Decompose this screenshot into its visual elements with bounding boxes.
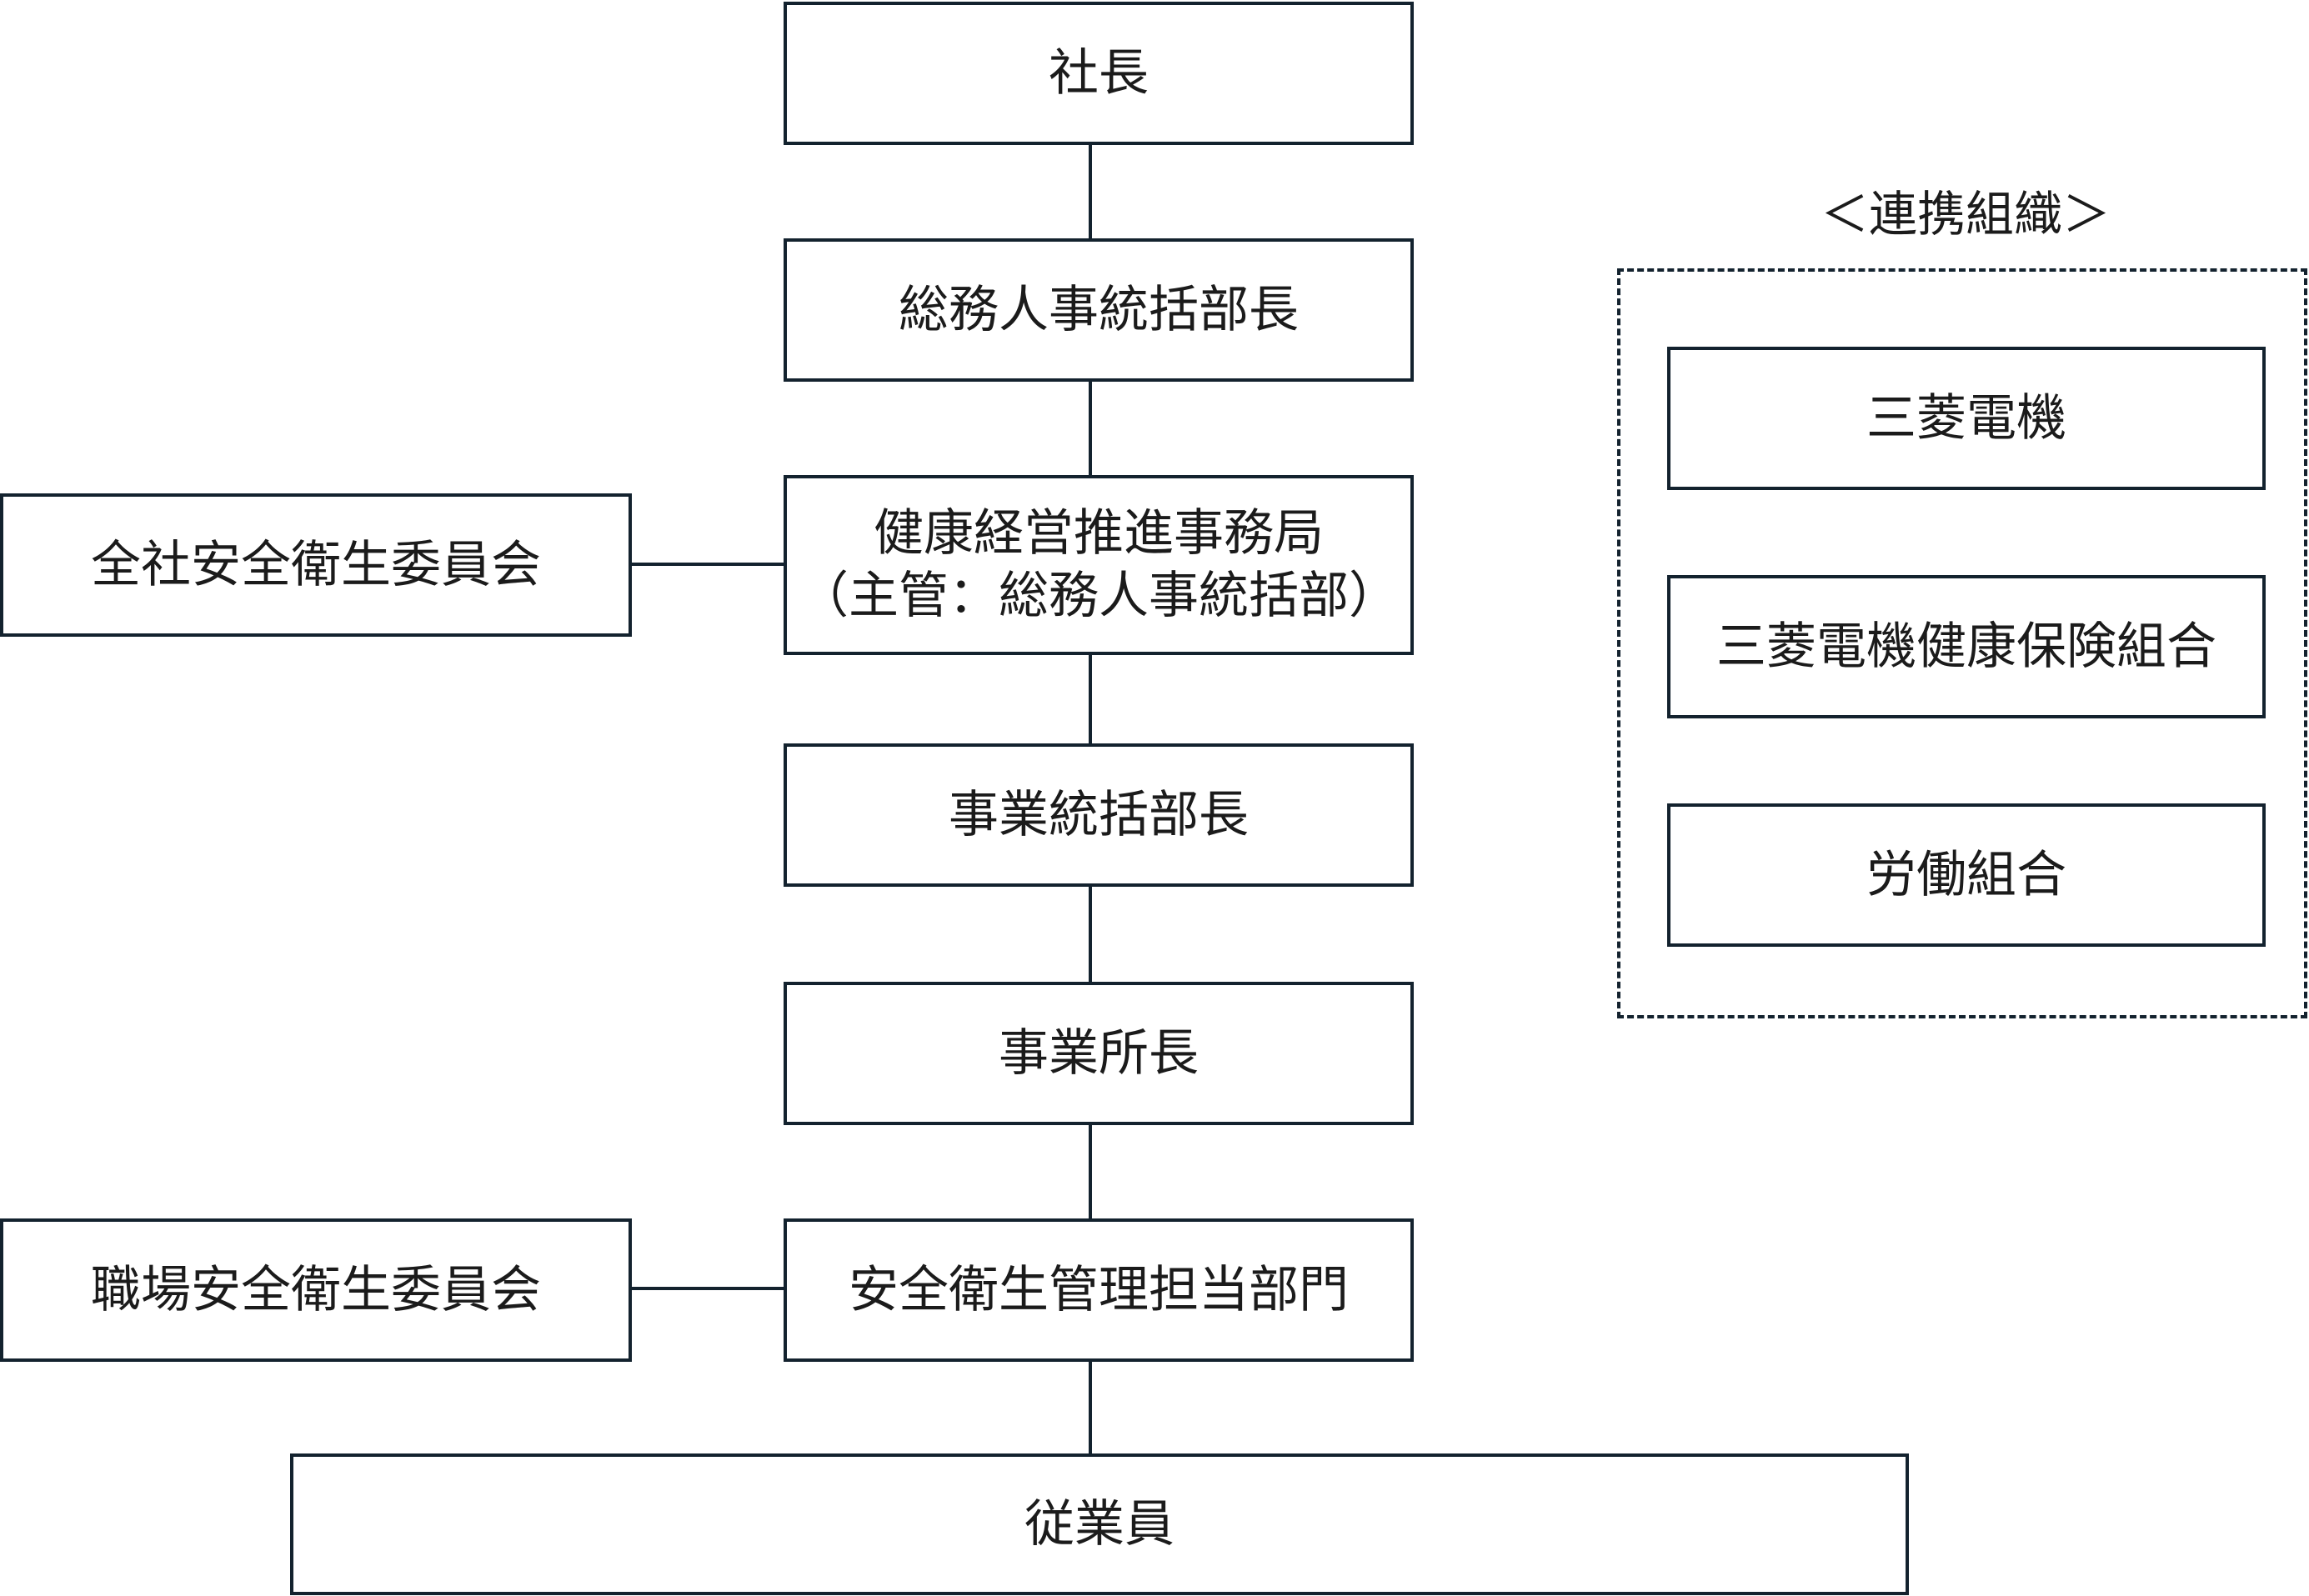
president-box: 社長 xyxy=(784,2,1414,145)
business-division-head-box: 事業統括部長 xyxy=(784,743,1414,887)
employees-box: 従業員 xyxy=(290,1453,1909,1595)
connector-president-to-ga xyxy=(1089,143,1092,238)
company-safety-committee-label: 全社安全衛生委員会 xyxy=(91,535,541,594)
company-safety-committee-box: 全社安全衛生委員会 xyxy=(0,493,632,637)
site-manager-label: 事業所長 xyxy=(999,1023,1199,1083)
general-affairs-hr-head-box: 総務人事統括部長 xyxy=(784,238,1414,382)
health-office-line1: 健康経営推進事務局 xyxy=(874,504,1324,563)
connector-workplace-committee xyxy=(630,1287,784,1290)
health-management-office-box: 健康経営推進事務局 （主管：総務人事統括部） xyxy=(784,475,1414,655)
connector-company-committee xyxy=(630,563,784,566)
site-manager-box: 事業所長 xyxy=(784,982,1414,1125)
general-affairs-hr-head-label: 総務人事統括部長 xyxy=(899,280,1299,339)
partner-org-labor-union: 労働組合 xyxy=(1667,803,2266,947)
connector-business-to-site xyxy=(1089,885,1092,982)
partner-orgs-title: ＜連携組織＞ xyxy=(1820,186,2111,243)
workplace-safety-committee-box: 職場安全衛生委員会 xyxy=(0,1218,632,1362)
connector-ga-to-health-office xyxy=(1089,380,1092,475)
partner-org-mitsubishi-electric: 三菱電機 xyxy=(1667,347,2266,490)
partner-org-label: 三菱電機健康保険組合 xyxy=(1716,617,2216,676)
workplace-safety-committee-label: 職場安全衛生委員会 xyxy=(91,1260,541,1319)
business-division-head-label: 事業統括部長 xyxy=(949,785,1249,844)
health-office-line2: （主管：総務人事統括部） xyxy=(799,567,1399,625)
partner-orgs-group xyxy=(1617,268,2307,1018)
safety-health-dept-label: 安全衛生管理担当部門 xyxy=(849,1260,1349,1319)
connector-site-to-safety xyxy=(1089,1123,1092,1218)
safety-health-dept-box: 安全衛生管理担当部門 xyxy=(784,1218,1414,1362)
partner-org-label: 三菱電機 xyxy=(1866,388,2066,448)
employees-label: 従業員 xyxy=(1024,1494,1175,1553)
connector-health-office-to-business xyxy=(1089,653,1092,743)
partner-org-label: 労働組合 xyxy=(1866,845,2066,904)
president-label: 社長 xyxy=(1049,43,1149,103)
connector-safety-to-employees xyxy=(1089,1360,1092,1453)
partner-org-health-insurance: 三菱電機健康保険組合 xyxy=(1667,575,2266,718)
